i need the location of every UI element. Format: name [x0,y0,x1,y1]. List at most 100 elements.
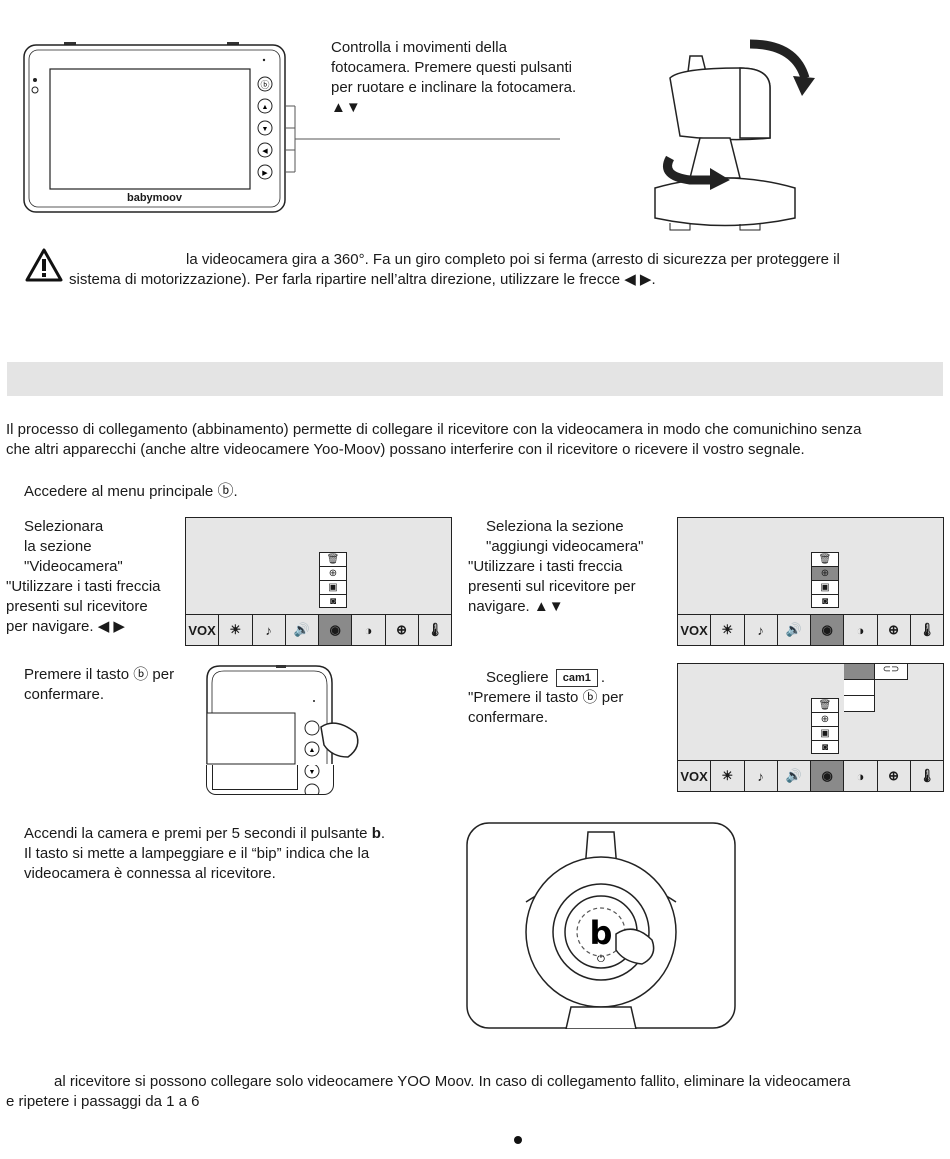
delete-icon: 🗑 [811,552,839,566]
svg-text:◀: ◀ [262,148,268,155]
screen-step2: 🗑 ⊕ ▣ ◙ VOX ☀ ♪ 🔊 ◉ ◑ ⊕ 🌡 [185,517,452,646]
menu-key-icon: ⓑ [217,483,234,500]
controls-description: Controlla i movimenti della fotocamera. … [331,39,577,116]
add-icon: ⊕ [319,566,347,580]
receiver-frame-bottom [206,765,334,795]
svg-text:▼: ▼ [262,126,269,133]
step3-line: "Utilizzare i tasti freccia [468,558,623,575]
step2-line: "Utilizzare i tasti freccia [6,578,161,595]
intro-line-2: che altri apparecchi (anche altre videoc… [6,441,805,458]
step5-period: . [600,669,606,686]
monitor-illustration: ⓑ ▲ ▼ ◀ ▶ babymoov [22,42,287,214]
step6-line: videocamera è connessa al ricevitore. [24,865,276,882]
menu-bar: VOX ☀ ♪ 🔊 ◉ ◑ ⊕ 🌡 [678,614,943,645]
section-header-band [7,362,943,396]
step4-label: per [152,666,175,683]
intro-line-1: Il processo di collegamento (abbinamento… [6,421,862,438]
step4-text: Premere il tasto ⓑ per confermare. [24,665,199,705]
add-icon: ⊕ [811,566,839,580]
thermometer-icon: 🌡 [918,768,936,783]
link-icon: ⊂⊃ [875,664,908,680]
music-icon: ♪ [253,615,286,645]
brand-logo: babymoov [126,192,182,204]
camera-list: ⊂⊃ [844,664,908,712]
step3-line: "aggiungi videocamera" [486,538,644,555]
step2-line: "Videocamera" [24,558,123,575]
step5-label: per [601,689,624,706]
connector-lines [285,105,560,173]
svg-text:⏻: ⏻ [597,954,605,965]
svg-text:b: b [590,914,613,952]
cam-slot [844,680,875,696]
step2-line: presenti sul ricevitore [6,598,148,615]
warning-line-1: la videocamera gira a 360°. Fa un giro c… [186,251,840,268]
brightness-icon: ☀ [219,615,253,645]
step4-label: confermare. [24,686,105,703]
music-icon: ♪ [745,615,778,645]
submenu: 🗑 ⊕ ▣ ◙ [811,552,839,608]
screen-step3: 🗑 ⊕ ▣ ◙ VOX ☀ ♪ 🔊 ◉ ◑ ⊕ 🌡 [677,517,944,646]
step2-line: Selezionara [24,518,104,535]
pair-button-icon: b [371,825,381,842]
menu-bar: VOX ☀ ♪ 🔊 ◉ ◑ ⊕ 🌡 [678,760,943,791]
delete-icon: 🗑 [811,698,839,712]
view-icon: ◙ [811,594,839,608]
zoom-icon: ⊕ [878,615,911,645]
note-line-1: al ricevitore si possono collegare solo … [54,1073,851,1090]
step6-text: Accendi la camera e premi per 5 secondi … [24,824,454,884]
step6-line: Accendi la camera e premi per 5 secondi … [24,825,368,842]
warning-line-2: sistema di motorizzazione). Per farla ri… [69,271,656,288]
thermometer-icon: 🌡 [426,622,444,637]
scan-icon: ▣ [811,580,839,594]
contrast-icon: ◑ [844,761,878,791]
vox-label: VOX [678,761,712,791]
step2-line: la sezione [24,538,92,555]
menu-bar: VOX ☀ ♪ 🔊 ◉ ◑ ⊕ 🌡 [186,614,451,645]
camera-icon: ◉ [319,615,353,645]
step6-line: Il tasto si mette a lampeggiare e il “bi… [24,845,370,862]
step4-label: Premere il tasto [24,666,130,683]
camera-icon: ◉ [811,615,845,645]
svg-text:▼: ▼ [309,769,316,776]
step3-text: Seleziona la sezione "aggiungi videocame… [468,517,673,617]
view-icon: ◙ [811,740,839,754]
warning-icon [25,248,63,286]
submenu: 🗑 ⊕ ▣ ◙ [811,698,839,754]
screen-step5: ⊂⊃ 🗑 ⊕ ▣ ◙ VOX ☀ ♪ 🔊 ◉ ◑ ⊕ 🌡 [677,663,944,792]
contrast-icon: ◑ [844,615,878,645]
camera-icon: ◉ [811,761,845,791]
cam1-button: cam1 [555,669,598,687]
confirm-key-icon: ⓑ [133,666,149,683]
step3-line: presenti sul ricevitore per [468,578,636,595]
contrast-icon: ◑ [352,615,386,645]
confirm-key-icon: ⓑ [582,689,598,706]
step5-label: confermare. [468,709,549,726]
delete-icon: 🗑 [319,552,347,566]
svg-text:▲: ▲ [309,747,316,754]
camera-back-illustration: b ⏻ [466,822,736,1030]
vox-label: VOX [678,615,712,645]
volume-icon: 🔊 [778,761,811,791]
step1-label: Accedere al menu principale [24,483,214,500]
thermometer-icon: 🌡 [918,622,936,637]
brightness-icon: ☀ [711,615,745,645]
page-dot [514,1136,522,1144]
receiver-closeup: ▲ [206,665,366,765]
step2-line: per navigare. ◀ ▶ [6,618,125,635]
svg-text:▲: ▲ [262,104,269,111]
zoom-icon: ⊕ [878,761,911,791]
step3-line: Seleziona la sezione [486,518,624,535]
step5-label: "Premere il tasto [468,689,579,706]
vox-label: VOX [186,615,220,645]
step1-text: Accedere al menu principale ⓑ. [24,483,238,500]
svg-text:▶: ▶ [262,170,268,177]
scan-icon: ▣ [319,580,347,594]
scan-icon: ▣ [811,726,839,740]
music-icon: ♪ [745,761,778,791]
add-icon: ⊕ [811,712,839,726]
view-icon: ◙ [319,594,347,608]
svg-text:ⓑ: ⓑ [260,80,269,91]
step3-line: navigare. ▲▼ [468,598,564,615]
note-line-2: e ripetere i passaggi da 1 a 6 [6,1093,200,1110]
step5-text: Scegliere cam1. "Premere il tasto ⓑ per … [468,668,673,728]
